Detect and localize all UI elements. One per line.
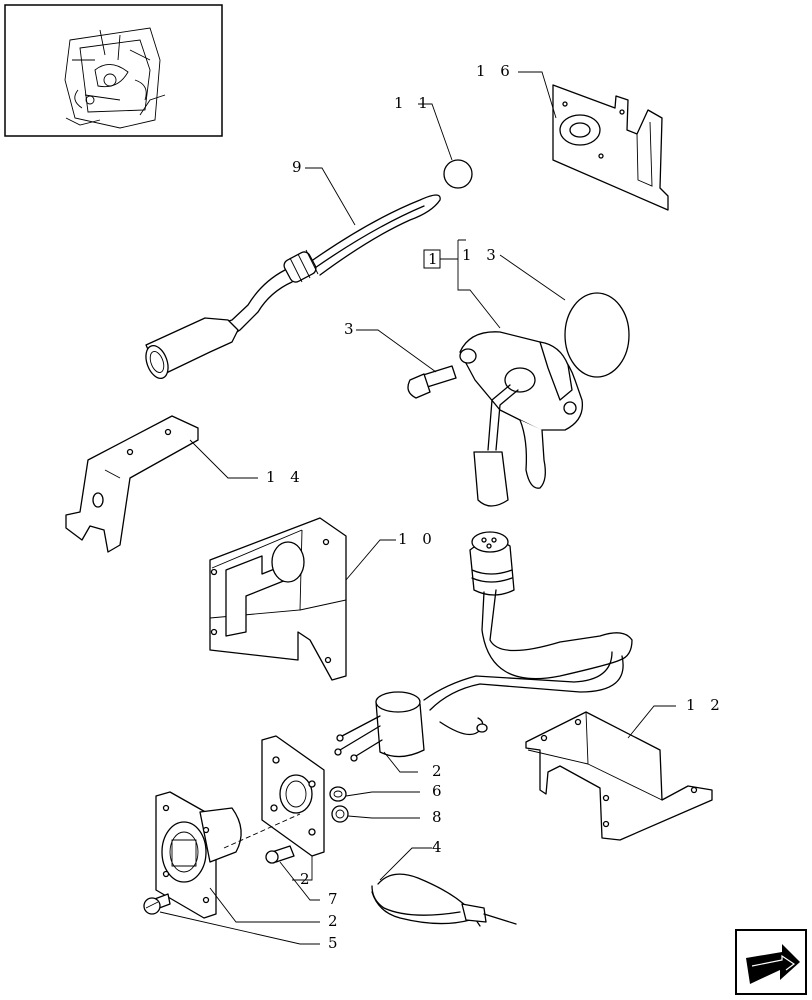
label-2-socket: 2 [328, 912, 343, 930]
part-5-screw [143, 893, 171, 915]
part-6-nut [329, 786, 347, 802]
label-12: 1 2 [686, 696, 725, 714]
label-2-plug: 2 [432, 762, 447, 780]
part-16-plate [552, 84, 669, 211]
arrow-icon [746, 944, 800, 984]
part-3-bolt [407, 365, 457, 399]
part-sensor-flange [459, 331, 584, 507]
label-11: 1 1 [394, 94, 433, 112]
label-16: 1 6 [476, 62, 515, 80]
part-4-cable-tie [371, 873, 517, 927]
overview-thumbnail[interactable] [4, 4, 223, 137]
label-6: 6 [432, 782, 447, 800]
label-7: 7 [328, 890, 343, 908]
label-8: 8 [432, 808, 447, 826]
label-9: 9 [292, 158, 307, 176]
part-12-bracket [525, 711, 713, 841]
part-10-bracket [209, 517, 347, 681]
label-4: 4 [432, 838, 447, 856]
part-13-o-ring [564, 292, 630, 378]
label-14: 1 4 [266, 468, 305, 486]
part-cable-harness [423, 531, 633, 736]
label-10: 1 0 [398, 530, 437, 548]
part-2-mount-plate [261, 735, 325, 857]
label-3: 3 [344, 320, 359, 338]
next-page-button[interactable] [735, 929, 807, 995]
label-13: 1 3 [462, 246, 501, 264]
label-2-plate: 2 [300, 870, 315, 888]
part-plug [334, 691, 425, 762]
part-7-screw [265, 845, 295, 864]
label-1-box: 1 [428, 250, 438, 268]
part-14-bracket [65, 415, 199, 553]
part-11-o-ring [443, 159, 473, 189]
part-8-washer [331, 805, 349, 823]
part-9-sensor-cable [145, 194, 441, 379]
part-socket [155, 791, 242, 919]
label-5: 5 [328, 934, 343, 952]
